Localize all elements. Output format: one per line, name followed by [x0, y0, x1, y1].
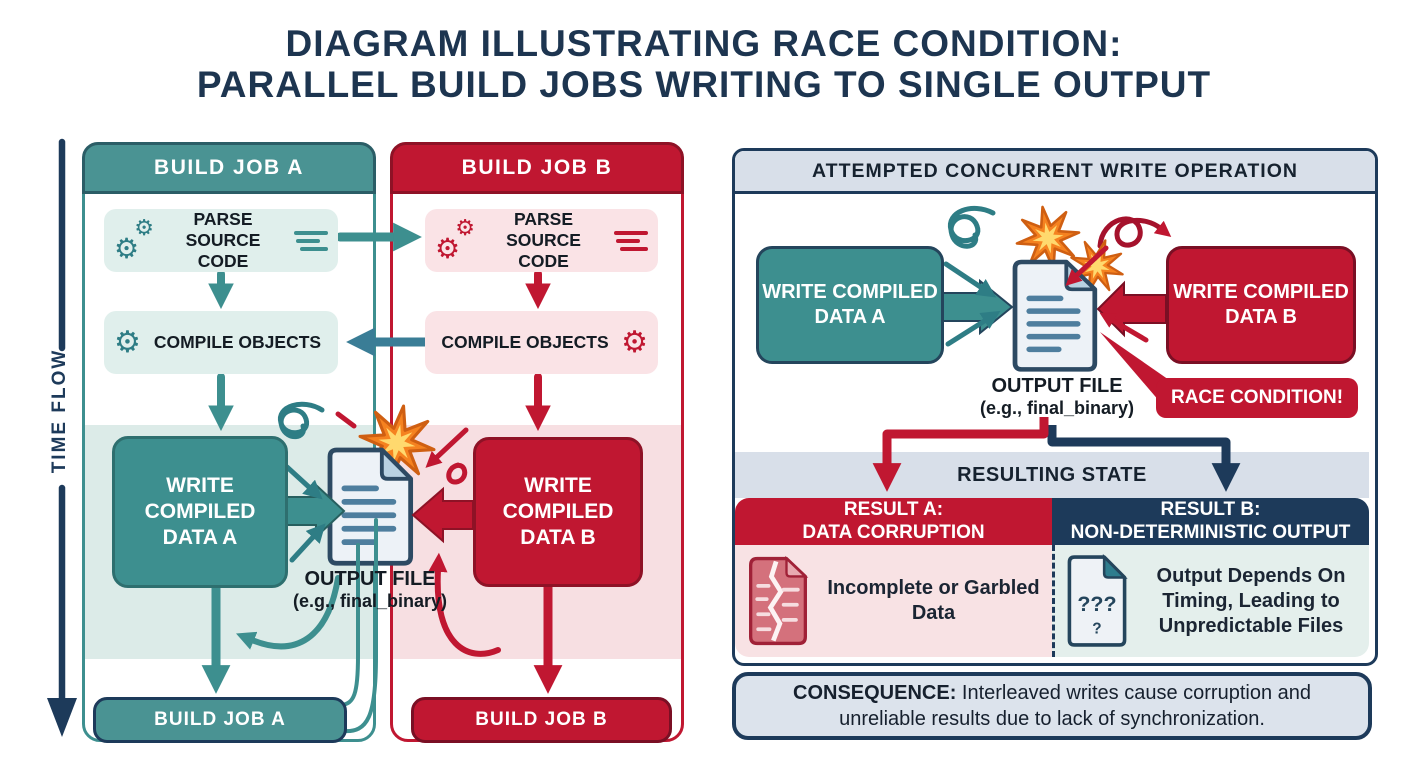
parse-source-code-a-label: PARSE SOURCE CODE — [185, 209, 261, 271]
question-document-icon: ??? ? — [1067, 554, 1128, 647]
speed-lines-icon — [292, 230, 328, 251]
speed-lines-icon — [612, 230, 648, 251]
gears-icon: ⚙ ⚙ — [114, 214, 154, 264]
build-job-b-header: BUILD JOB B — [390, 142, 684, 194]
parse-source-code-a: ⚙ ⚙ PARSE SOURCE CODE — [104, 209, 338, 272]
compile-objects-a: ⚙ COMPILE OBJECTS — [104, 311, 338, 374]
parse-source-code-b: ⚙ ⚙ PARSE SOURCE CODE — [425, 209, 658, 272]
output-file-label-left: OUTPUT FILE (e.g., final_binary) — [245, 568, 495, 612]
gear-icon: ⚙ — [114, 325, 141, 359]
result-a-body-text: Incomplete or Garbled Data — [827, 577, 1040, 624]
write-compiled-data-b-label-right: WRITE COMPILED DATA B — [1173, 281, 1349, 328]
title-line-1: DIAGRAM ILLUSTRATING RACE CONDITION: — [285, 23, 1123, 64]
consequence-box: CONSEQUENCE: Interleaved writes cause co… — [732, 672, 1372, 740]
result-a-header: RESULT A: DATA CORRUPTION — [735, 498, 1052, 545]
torn-document-icon — [749, 555, 809, 646]
write-compiled-data-a-box-right: WRITE COMPILED DATA A — [756, 246, 944, 364]
gears-icon: ⚙ ⚙ — [435, 214, 475, 264]
write-compiled-data-b-label: WRITE COMPILED DATA B — [502, 473, 614, 550]
question-single-text: ? — [1092, 621, 1101, 638]
result-a-title-line2: DATA CORRUPTION — [802, 521, 985, 543]
result-b-title-line2: NON-DETERMINISTIC OUTPUT — [1070, 521, 1351, 543]
question-marks-text: ??? — [1077, 592, 1116, 616]
output-file-title: OUTPUT FILE — [304, 568, 436, 590]
output-file-title-right: OUTPUT FILE — [991, 375, 1123, 397]
consequence-text: CONSEQUENCE: Interleaved writes cause co… — [793, 682, 1311, 730]
output-file-label-right: OUTPUT FILE (e.g., final_binary) — [932, 375, 1182, 419]
compile-objects-b-label: COMPILE OBJECTS — [441, 332, 609, 352]
time-flow-arrow-icon — [47, 698, 77, 737]
result-b-body-text: Output Depends On Timing, Leading to Unp… — [1156, 564, 1346, 637]
result-a-title-line1: RESULT A: — [843, 498, 944, 520]
build-job-a-footer-pill: BUILD JOB A — [93, 697, 347, 743]
parse-source-code-b-label: PARSE SOURCE CODE — [506, 209, 581, 271]
result-b-title-line1: RESULT B: — [1160, 498, 1261, 520]
write-compiled-data-b-box: WRITE COMPILED DATA B — [473, 437, 643, 587]
write-compiled-data-b-box-right: WRITE COMPILED DATA B — [1166, 246, 1356, 364]
race-condition-callout: RACE CONDITION! — [1156, 378, 1358, 418]
build-job-a-header: BUILD JOB A — [82, 142, 376, 194]
write-compiled-data-a-label: WRITE COMPILED DATA A — [144, 473, 256, 550]
result-b-header: RESULT B: NON-DETERMINISTIC OUTPUT — [1052, 498, 1369, 545]
result-b-body: ??? ? Output Depends On Timing, Leading … — [1052, 545, 1369, 657]
compile-objects-b: COMPILE OBJECTS ⚙ — [425, 311, 658, 374]
output-file-subtitle-right: (e.g., final_binary) — [979, 398, 1135, 418]
title-line-2: PARALLEL BUILD JOBS WRITING TO SINGLE OU… — [196, 63, 1212, 105]
compile-objects-a-label: COMPILE OBJECTS — [153, 332, 322, 352]
result-a-body: Incomplete or Garbled Data — [735, 545, 1052, 657]
resulting-state-band: RESULTING STATE — [735, 452, 1369, 498]
build-job-b-footer-pill: BUILD JOB B — [411, 697, 672, 743]
write-compiled-data-a-box: WRITE COMPILED DATA A — [112, 436, 288, 588]
concurrent-write-panel-header: ATTEMPTED CONCURRENT WRITE OPERATION — [735, 151, 1375, 194]
consequence-label: CONSEQUENCE: — [793, 682, 957, 704]
time-flow-label: TIME FLOW — [49, 348, 70, 474]
write-compiled-data-a-label-right: WRITE COMPILED DATA A — [762, 281, 938, 328]
gear-icon: ⚙ — [621, 325, 648, 359]
output-file-subtitle: (e.g., final_binary) — [292, 591, 448, 611]
page-title: DIAGRAM ILLUSTRATING RACE CONDITION: PAR… — [0, 23, 1408, 105]
